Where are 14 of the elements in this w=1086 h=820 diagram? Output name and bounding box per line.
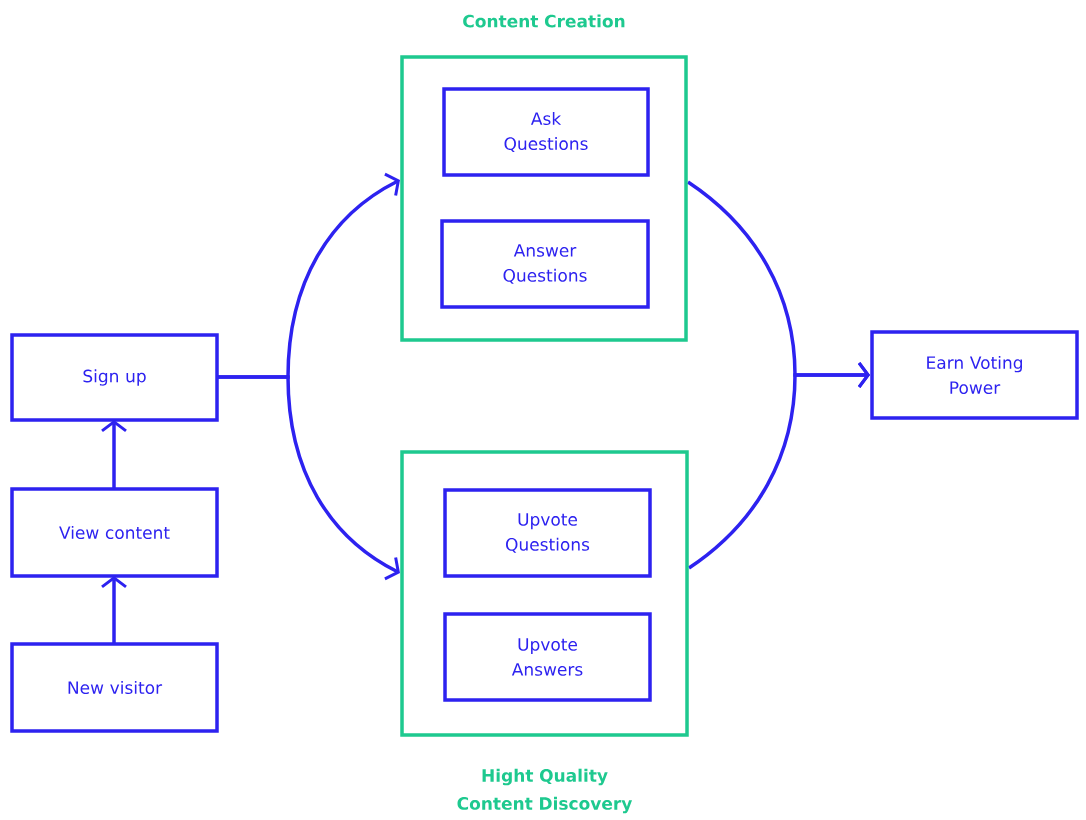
arrow: [688, 362, 870, 570]
process-box: Answer Questions: [440, 219, 650, 309]
process-box: Ask Questions: [442, 87, 650, 177]
process-box: View content: [10, 487, 219, 578]
process-box: New visitor: [10, 642, 219, 733]
arrow: [217, 375, 400, 581]
process-box: Sign up: [10, 333, 219, 422]
arrow: [101, 576, 127, 644]
arrow: [101, 420, 127, 489]
process-box: Upvote Questions: [443, 488, 652, 578]
process-box: Upvote Answers: [443, 612, 652, 702]
group-heading: Hight Quality Content Discovery: [457, 768, 633, 814]
process-box: Earn Voting Power: [870, 330, 1079, 420]
group-heading: Content Creation: [463, 14, 625, 28]
